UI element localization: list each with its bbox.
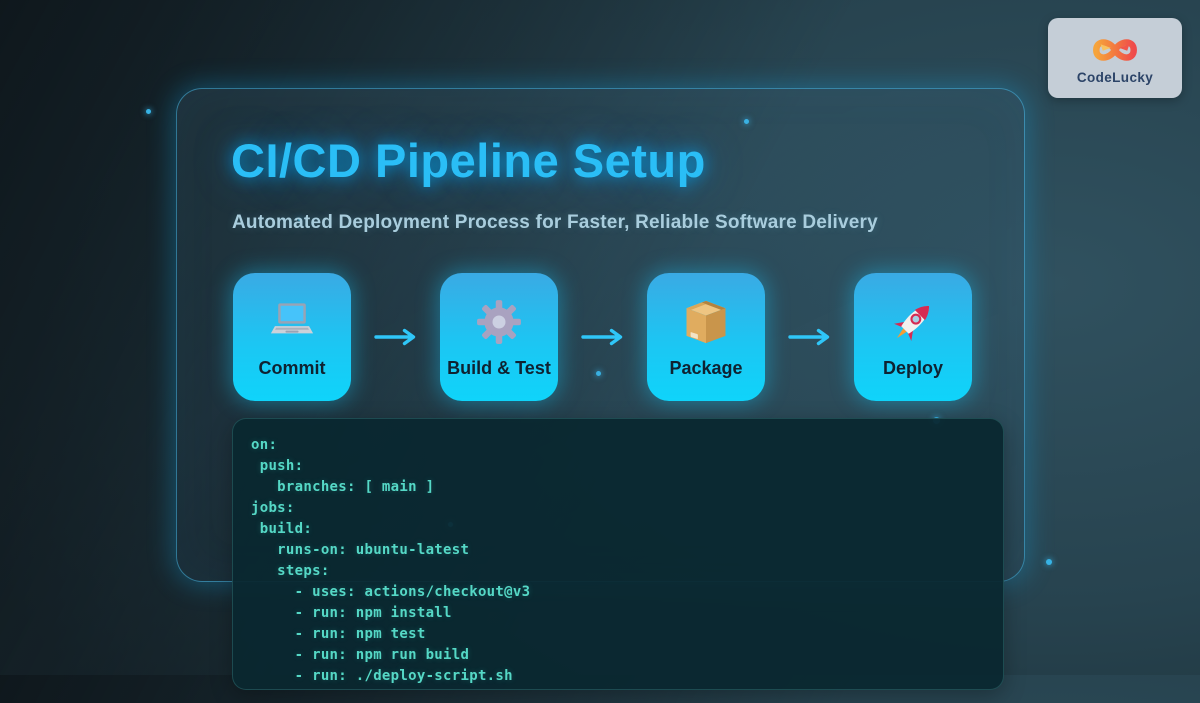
rocket-icon <box>894 305 930 341</box>
step-label: Commit <box>258 358 326 378</box>
pipeline-step-commit: Commit <box>233 273 351 401</box>
brand-badge: CodeLucky <box>1048 18 1182 98</box>
code-panel: on: push: branches: [ main ] jobs: build… <box>232 418 1004 690</box>
pipeline-step-package: Package <box>647 273 765 401</box>
arrow-icon <box>765 328 854 346</box>
laptop-icon <box>270 303 314 334</box>
step-label: Package <box>669 358 743 378</box>
particle-dot <box>744 119 749 124</box>
gear-icon <box>477 300 521 344</box>
particle-dot <box>146 109 151 114</box>
yaml-code: on: push: branches: [ main ] jobs: build… <box>251 437 531 684</box>
pipeline-step-deploy: Deploy <box>854 273 972 401</box>
page-title: CI/CD Pipeline Setup <box>231 134 706 187</box>
particle-dot <box>596 371 601 376</box>
brand-name: CodeLucky <box>1076 69 1154 85</box>
particle-dot <box>298 218 301 221</box>
pipeline-flow: Commit <box>233 273 972 401</box>
package-icon <box>686 300 726 344</box>
step-label: Build & Test <box>447 358 551 378</box>
particle-dot <box>1046 559 1052 565</box>
step-label: Deploy <box>882 358 943 378</box>
infinity-logo-icon <box>1079 32 1151 68</box>
arrow-icon <box>351 328 440 346</box>
pipeline-step-build-test: Build & Test <box>440 273 558 401</box>
arrow-icon <box>558 328 647 346</box>
page-subtitle: Automated Deployment Process for Faster,… <box>232 212 878 233</box>
